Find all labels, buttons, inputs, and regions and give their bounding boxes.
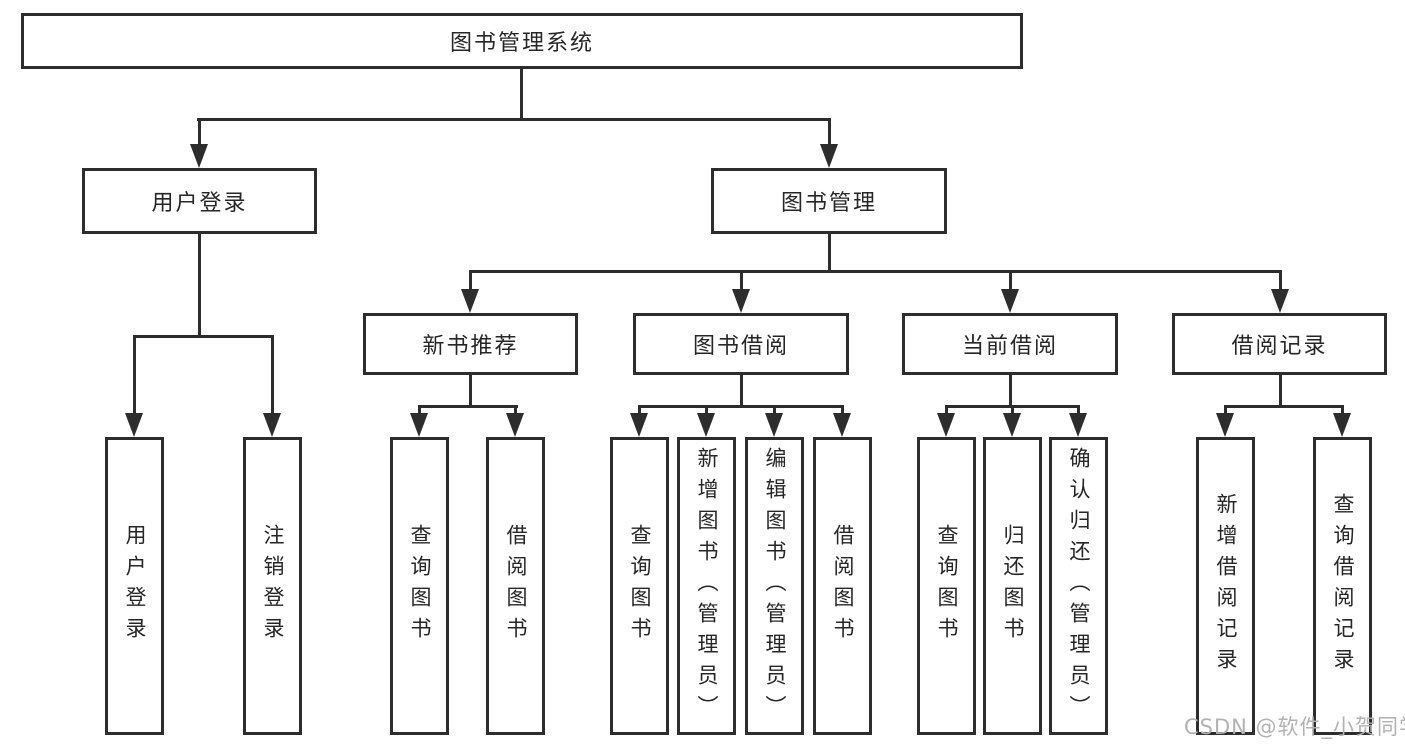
node-current-borrowing: 当前借阅 (902, 313, 1118, 375)
leaf-nbr-borrow-book-label: 借阅图书 (504, 524, 528, 648)
connector-line (133, 335, 274, 338)
connector-line (638, 405, 641, 417)
connector-line (828, 234, 831, 273)
leaf-cb-query-book-label: 查询图书 (935, 524, 959, 648)
node-new-book-recommendation-label: 新书推荐 (422, 334, 519, 359)
connector-line (1009, 270, 1012, 293)
leaf-user-login-label: 用户登录 (123, 524, 147, 648)
leaf-br-query-record-label: 查询借阅记录 (1331, 493, 1355, 679)
node-root: 图书管理系统 (21, 13, 1023, 69)
arrowhead-icon (410, 413, 428, 437)
connector-line (705, 405, 708, 417)
connector-line (1341, 405, 1344, 417)
arrowhead-icon (1216, 413, 1234, 437)
node-book-borrowing-label: 图书借阅 (692, 334, 789, 359)
node-book-management-label: 图书管理 (780, 191, 877, 216)
leaf-nbr-query-book-label: 查询图书 (408, 524, 432, 648)
connector-line (1077, 405, 1080, 417)
leaf-nbr-query-book: 查询图书 (390, 437, 449, 735)
connector-line (841, 405, 844, 417)
node-user-login-label: 用户登录 (151, 191, 248, 216)
leaf-bb-edit-book-label: 编辑图书（管理员） (763, 446, 787, 726)
arrowhead-icon (765, 413, 783, 437)
leaf-nbr-borrow-book: 借阅图书 (486, 437, 545, 735)
arrowhead-icon (732, 289, 750, 313)
connector-line (638, 405, 844, 408)
connector-line (1009, 375, 1012, 408)
node-book-borrowing: 图书借阅 (633, 313, 849, 375)
leaf-cb-query-book: 查询图书 (917, 437, 976, 735)
connector-line (740, 375, 743, 408)
connector-line (198, 234, 201, 338)
connector-line (1279, 375, 1282, 408)
arrowhead-icon (1333, 413, 1351, 437)
node-borrowing-records: 借阅记录 (1172, 313, 1387, 375)
connector-line (418, 405, 421, 417)
arrowhead-icon (1001, 289, 1019, 313)
leaf-bb-query-book-label: 查询图书 (628, 524, 652, 648)
leaf-br-add-record: 新增借阅记录 (1196, 437, 1255, 735)
arrowhead-icon (1003, 413, 1021, 437)
leaf-cb-return-book: 归还图书 (983, 437, 1042, 735)
connector-line (197, 118, 831, 121)
connector-line (1224, 405, 1344, 408)
arrowhead-icon (833, 413, 851, 437)
arrowhead-icon (125, 413, 143, 437)
arrowhead-icon (263, 413, 281, 437)
connector-line (198, 118, 201, 148)
leaf-bb-borrow-book-label: 借阅图书 (831, 524, 855, 648)
connector-line (520, 69, 523, 121)
leaf-logout-label: 注销登录 (261, 524, 285, 648)
connector-line (469, 270, 1282, 273)
leaf-cb-return-book-label: 归还图书 (1001, 524, 1025, 648)
leaf-bb-borrow-book: 借阅图书 (813, 437, 872, 735)
leaf-cb-confirm-return-label: 确认归还（管理员） (1067, 446, 1091, 726)
arrowhead-icon (506, 413, 524, 437)
leaf-bb-edit-book: 编辑图书（管理员） (745, 437, 804, 735)
connector-line (773, 405, 776, 417)
leaf-br-query-record: 查询借阅记录 (1313, 437, 1372, 735)
connector-line (514, 405, 517, 417)
connector-line (469, 270, 472, 293)
leaf-bb-add-book-label: 新增图书（管理员） (695, 446, 719, 726)
leaf-user-login: 用户登录 (105, 437, 164, 735)
csdn-watermark: CSDN @软件_小贺同学 (1184, 715, 1405, 739)
arrowhead-icon (820, 144, 838, 168)
connector-line (418, 405, 518, 408)
leaf-cb-confirm-return: 确认归还（管理员） (1049, 437, 1108, 735)
connector-line (945, 405, 948, 417)
arrowhead-icon (630, 413, 648, 437)
arrowhead-icon (190, 144, 208, 168)
arrowhead-icon (1271, 289, 1289, 313)
connector-line (271, 335, 274, 417)
arrowhead-icon (461, 289, 479, 313)
arrowhead-icon (1069, 413, 1087, 437)
leaf-br-add-record-label: 新增借阅记录 (1214, 493, 1238, 679)
arrowhead-icon (697, 413, 715, 437)
node-new-book-recommendation: 新书推荐 (363, 313, 578, 375)
node-root-label: 图书管理系统 (449, 31, 594, 56)
leaf-bb-query-book: 查询图书 (610, 437, 669, 735)
connector-line (740, 270, 743, 293)
connector-line (1011, 405, 1014, 417)
node-borrowing-records-label: 借阅记录 (1231, 334, 1328, 359)
arrowhead-icon (937, 413, 955, 437)
connector-line (1279, 270, 1282, 293)
connector-line (133, 335, 136, 417)
leaf-bb-add-book: 新增图书（管理员） (677, 437, 736, 735)
leaf-logout: 注销登录 (243, 437, 302, 735)
node-user-login: 用户登录 (82, 168, 317, 234)
connector-line (1224, 405, 1227, 417)
node-book-management: 图书管理 (711, 168, 947, 234)
connector-line (828, 118, 831, 148)
connector-line (469, 375, 472, 408)
node-current-borrowing-label: 当前借阅 (961, 334, 1058, 359)
